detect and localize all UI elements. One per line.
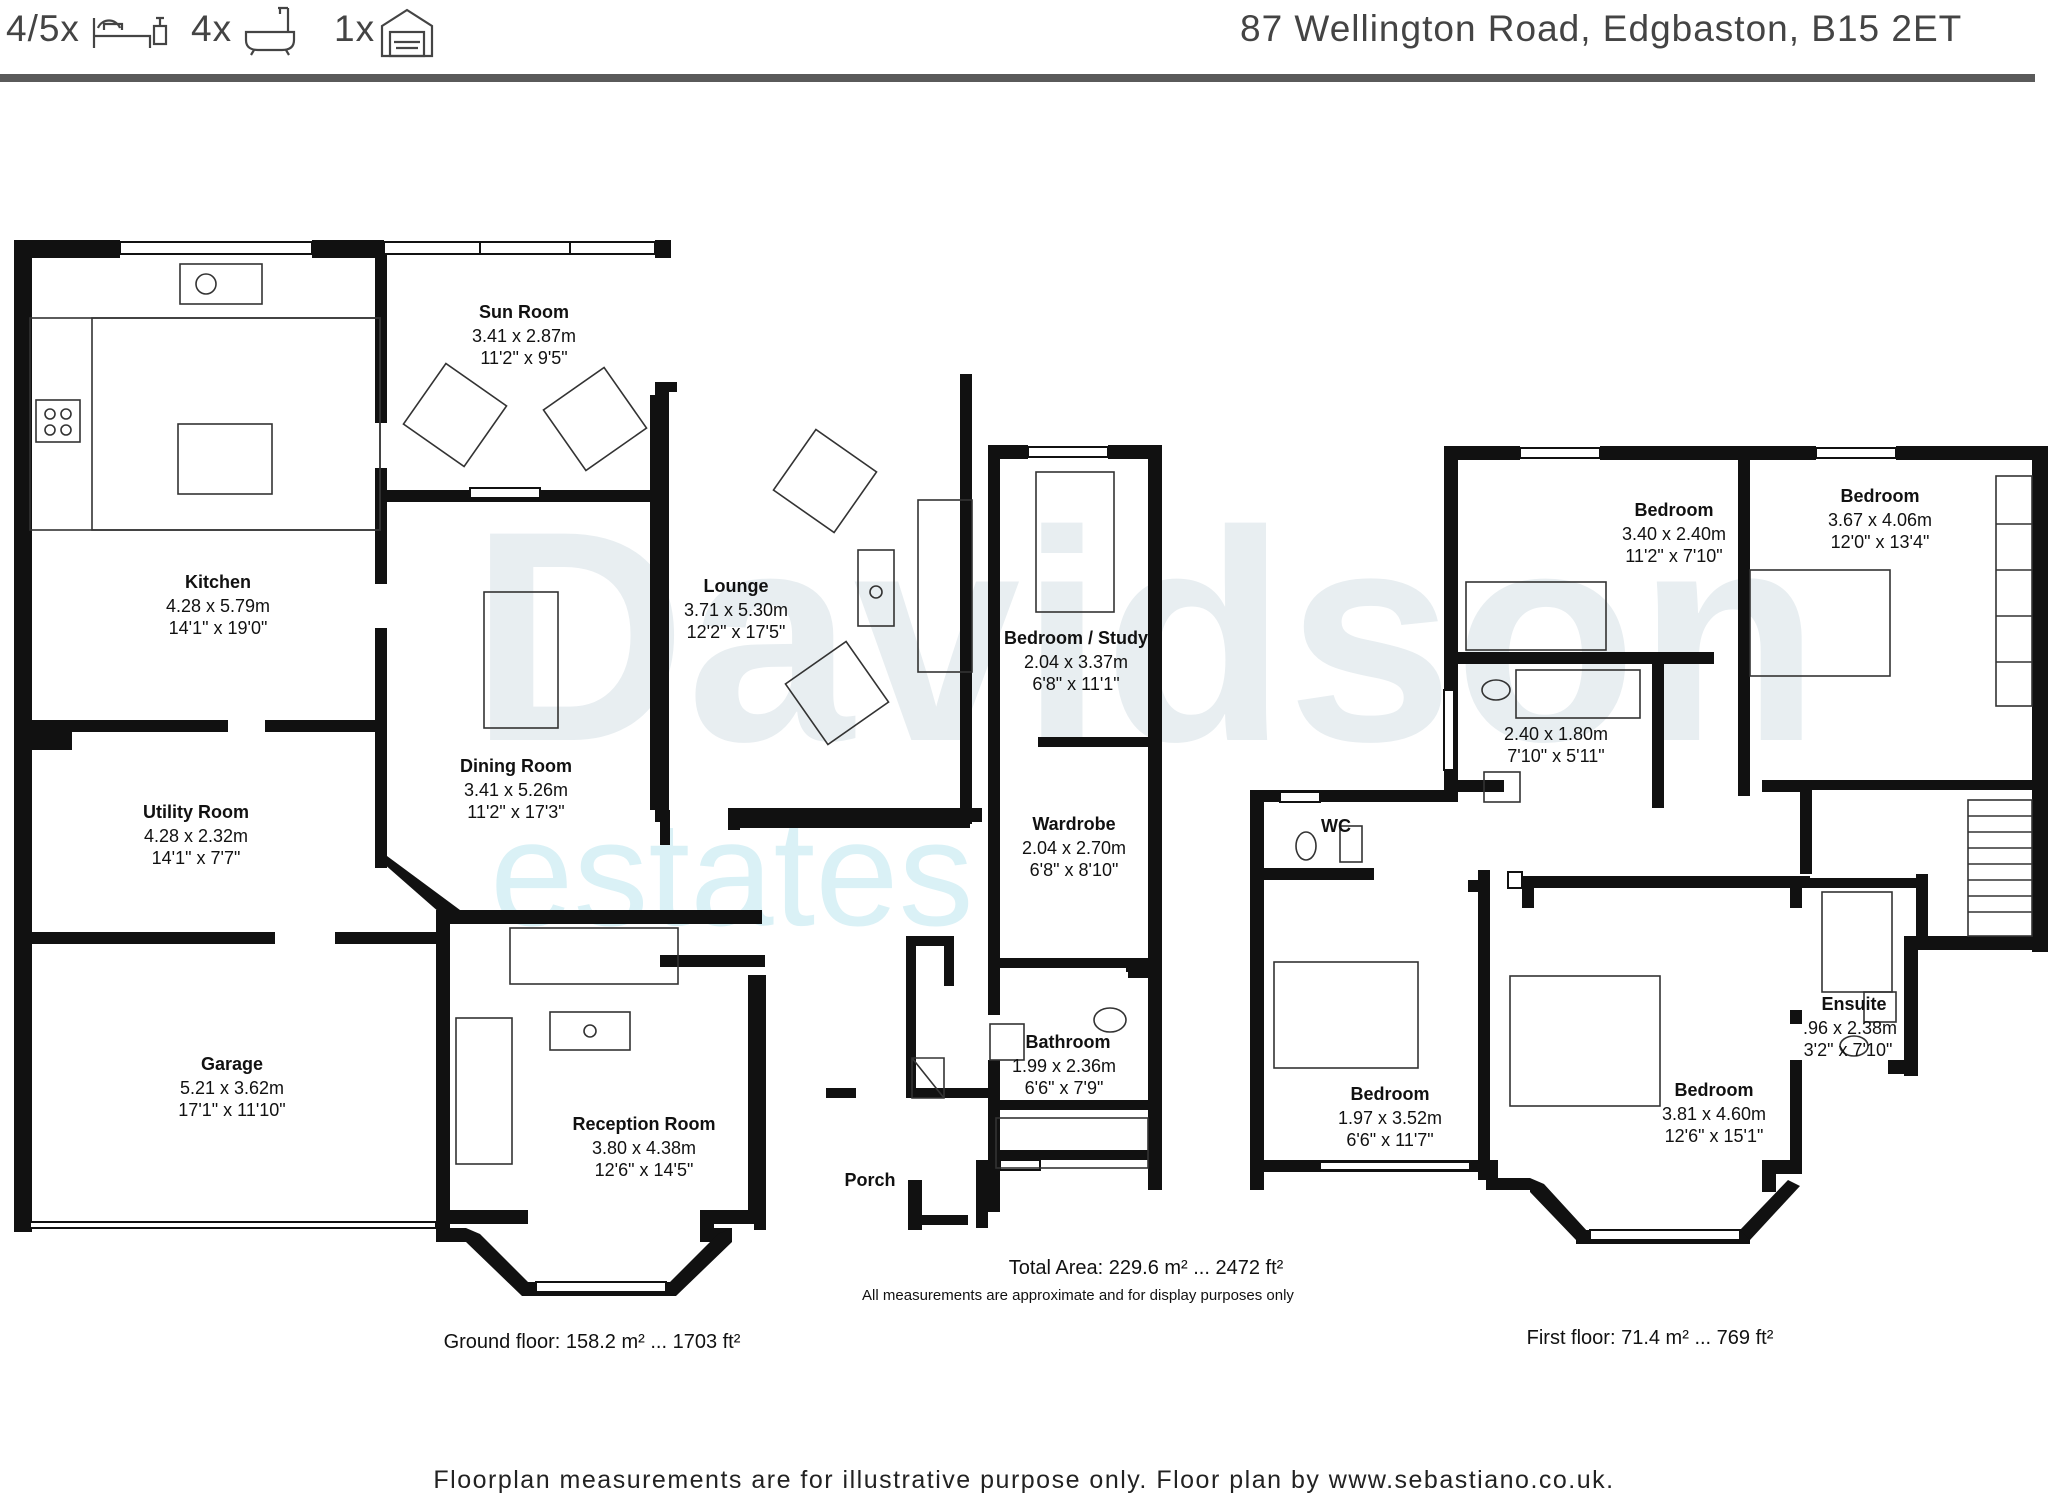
hob-icon (35, 399, 81, 443)
total-area: Total Area: 229.6 m² ... 2472 ft² (1009, 1257, 1284, 1279)
bedroom-d-metric: 3.81 x 4.60m (1662, 1104, 1766, 1124)
bedroom-b-name: Bedroom (1840, 486, 1919, 506)
lounge-name: Lounge (704, 576, 769, 596)
bedroom-b-metric: 3.67 x 4.06m (1828, 510, 1932, 530)
first-stairs (1967, 475, 2033, 937)
bed-study (1035, 471, 1115, 613)
ground-floor-walls (14, 240, 1162, 1296)
bathrooms-count: 4x (191, 8, 233, 49)
first-windows (1279, 447, 1897, 1241)
kitchen-imperial: 14'1" x 19'0" (169, 618, 268, 638)
dining-room-name: Dining Room (460, 756, 572, 776)
bedroom-b-imperial: 12'0" x 13'4" (1831, 532, 1930, 552)
bed-first-d (1509, 975, 1661, 1107)
utility-room-imperial: 14'1" x 7'7" (152, 848, 241, 868)
header-bar: 4/5x 4x 1x 87 Wellington Road, Edgbaston… (0, 0, 2048, 82)
bathroom-name: Bathroom (1026, 1032, 1111, 1052)
reception-room-metric: 3.80 x 4.38m (592, 1138, 696, 1158)
ground-floor-caption: Ground floor: 158.2 m² ... 1703 ft² (444, 1331, 741, 1353)
first-floor-caption: First floor: 71.4 m² ... 769 ft² (1527, 1327, 1774, 1349)
bedroom-a-name: Bedroom (1634, 500, 1713, 520)
sun-room-name: Sun Room (479, 302, 569, 322)
lounge-metric: 3.71 x 5.30m (684, 600, 788, 620)
garage-name: Garage (201, 1054, 263, 1074)
bathroom-imperial: 6'6" x 7'9" (1025, 1078, 1104, 1098)
sofa-reception (509, 927, 679, 985)
bathroom-metric: 1.99 x 2.36m (1012, 1056, 1116, 1076)
bedroom-a-metric: 3.40 x 2.40m (1622, 524, 1726, 544)
bedroom-c-name: Bedroom (1350, 1084, 1429, 1104)
reception-room-imperial: 12'6" x 14'5" (595, 1160, 694, 1180)
footer-note: Floorplan measurements are for illustrat… (433, 1466, 1615, 1494)
watermark-brand: Davidson (470, 468, 1820, 804)
ground-windows (29, 241, 1109, 1293)
dining-room-imperial: 11'2" x 17'3" (467, 802, 564, 822)
wardrobe-metric: 2.04 x 2.70m (1022, 838, 1126, 858)
lounge-imperial: 12'2" x 17'5" (687, 622, 786, 642)
bedroom-study-name: Bedroom / Study (1004, 628, 1148, 648)
garage-metric: 5.21 x 3.62m (180, 1078, 284, 1098)
bedroom-d-imperial: 12'6" x 15'1" (1665, 1126, 1764, 1146)
kitchen-name: Kitchen (185, 572, 251, 592)
sun-room-metric: 3.41 x 2.87m (472, 326, 576, 346)
wardrobe-name: Wardrobe (1032, 814, 1115, 834)
first-furniture (1273, 569, 1897, 1107)
bedroom-d-name: Bedroom (1674, 1080, 1753, 1100)
bedroom-study-metric: 2.04 x 3.37m (1024, 652, 1128, 672)
sun-room-imperial: 11'2" x 9'5" (480, 348, 567, 368)
bed-first-b (1749, 569, 1891, 677)
porch-name: Porch (844, 1170, 895, 1190)
bedroom-c-metric: 1.97 x 3.52m (1338, 1108, 1442, 1128)
wardrobe-units (1995, 475, 2033, 707)
ground-room-labels: Sun Room 3.41 x 2.87m 11'2" x 9'5" Kitch… (143, 302, 1148, 1190)
ground-furniture (29, 263, 1149, 1169)
garage-icon (380, 8, 434, 58)
dining-room-metric: 3.41 x 5.26m (464, 780, 568, 800)
kitchen-metric: 4.28 x 5.79m (166, 596, 270, 616)
ensuite-imperial: 3'2" x 7'10" (1804, 1040, 1893, 1060)
sink-icon (179, 263, 263, 305)
ensuite-name: Ensuite (1821, 994, 1886, 1014)
ensuite-metric: .96 x 2.38m (1803, 1018, 1897, 1038)
garage-imperial: 17'1" x 11'10" (178, 1100, 285, 1120)
reception-room-name: Reception Room (572, 1114, 715, 1134)
bathtub-first (1515, 669, 1641, 719)
area-summary: Total Area: 229.6 m² ... 2472 ft² All me… (444, 1257, 1774, 1353)
bedrooms-count: 4/5x (6, 8, 80, 49)
header-rule (0, 74, 2035, 82)
bathtub-ground (995, 1117, 1149, 1169)
bathroom-f-metric: 2.40 x 1.80m (1504, 724, 1608, 744)
bedroom-c-imperial: 6'6" x 11'7" (1346, 1130, 1433, 1150)
bedroom-a-imperial: 11'2" x 7'10" (1625, 546, 1722, 566)
bathtub-icon (244, 6, 296, 56)
bedroom-study-imperial: 6'8" x 11'1" (1032, 674, 1119, 694)
wardrobe-imperial: 6'8" x 8'10" (1030, 860, 1119, 880)
dining-table (483, 591, 559, 729)
bed-icon (92, 16, 168, 48)
utility-room-metric: 4.28 x 2.32m (144, 826, 248, 846)
bed-first-a (1465, 581, 1607, 651)
measurement-disclaimer: All measurements are approximate and for… (862, 1287, 1294, 1304)
wc-name: WC (1321, 816, 1351, 836)
bathroom-f-imperial: 7'10" x 5'11" (1507, 746, 1604, 766)
garage-count: 1x (334, 8, 376, 49)
utility-room-name: Utility Room (143, 802, 249, 822)
first-room-labels: Bedroom 3.40 x 2.40m 11'2" x 7'10" Bedro… (1321, 486, 1932, 1150)
dining-table-kitchen (177, 423, 273, 495)
sofa-lounge (917, 499, 973, 673)
property-address: 87 Wellington Road, Edgbaston, B15 2ET (1240, 8, 1963, 49)
watermark: Davidson estates (470, 468, 1820, 957)
bed-first-c (1273, 961, 1419, 1069)
